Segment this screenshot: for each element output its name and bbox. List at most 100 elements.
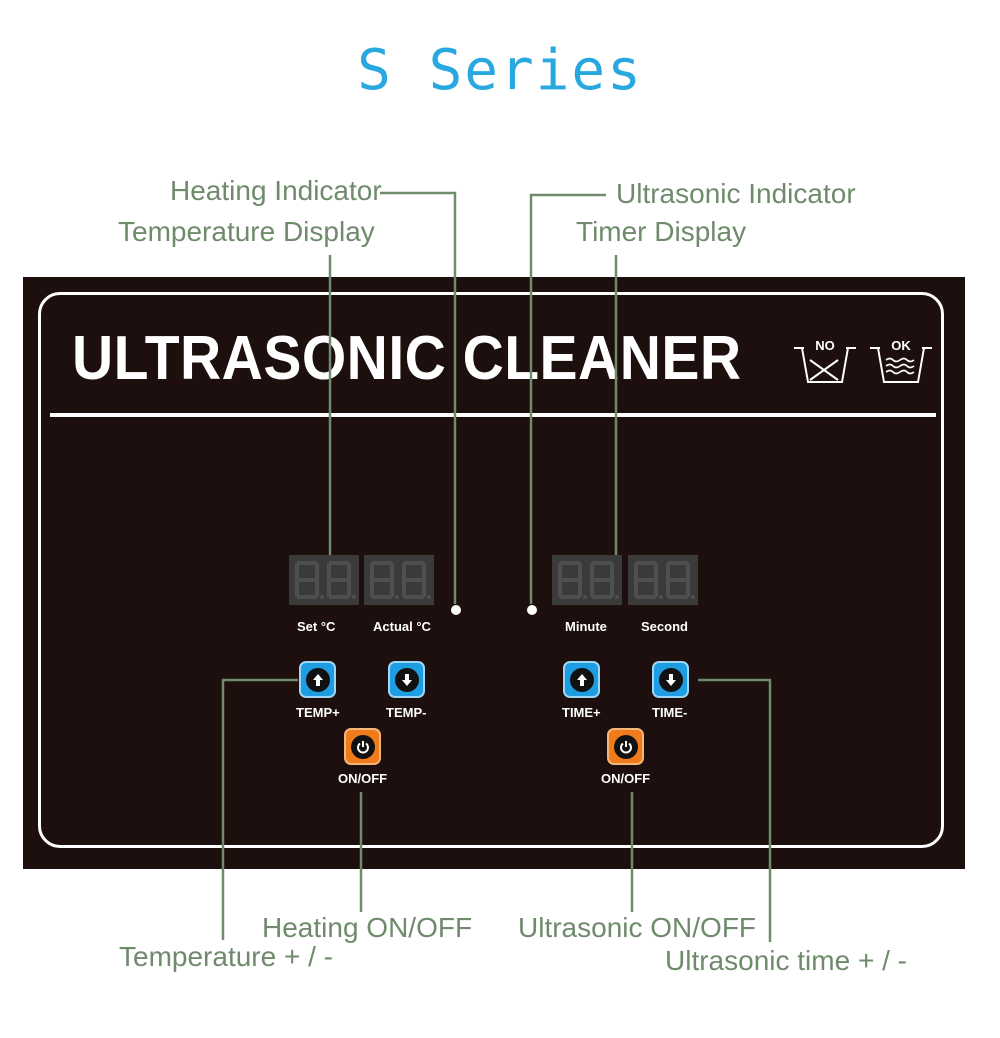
led-segment bbox=[634, 580, 638, 597]
heating-indicator-led bbox=[451, 605, 461, 615]
led-decimal-point bbox=[395, 595, 399, 599]
led-segment bbox=[590, 563, 594, 582]
callout-ultrasonic-indicator: Ultrasonic Indicator bbox=[616, 178, 856, 209]
led-segment bbox=[636, 595, 656, 599]
led-segment bbox=[560, 595, 580, 599]
led-segment bbox=[372, 561, 392, 565]
led-segment bbox=[666, 580, 670, 597]
led-segment bbox=[327, 563, 331, 582]
minute-label: Minute bbox=[565, 619, 607, 634]
led-segment bbox=[636, 578, 656, 582]
control-panel bbox=[23, 277, 965, 869]
led-segment bbox=[686, 563, 690, 582]
arrow-down-icon bbox=[658, 667, 683, 692]
led-segment bbox=[370, 563, 374, 582]
led-segment bbox=[634, 563, 638, 582]
led-segment bbox=[390, 563, 394, 582]
callout-timer-display: Timer Display bbox=[576, 216, 747, 247]
ultrasonic-onoff-label: ON/OFF bbox=[601, 771, 651, 786]
power-icon bbox=[613, 734, 638, 759]
led-segment bbox=[558, 563, 562, 582]
no-wash-icon: NO bbox=[792, 336, 858, 391]
arrow-down-icon bbox=[394, 667, 419, 692]
ok-label: OK bbox=[891, 338, 911, 353]
callout-heating-onoff: Heating ON/OFF bbox=[262, 912, 473, 943]
led-segment bbox=[610, 580, 614, 597]
page-title: S Series bbox=[357, 38, 643, 103]
callout-ultrasonic-time: Ultrasonic time + / - bbox=[665, 945, 907, 976]
led-segment bbox=[297, 561, 317, 565]
led-segment bbox=[560, 578, 580, 582]
led-segment bbox=[686, 580, 690, 597]
led-segment bbox=[327, 580, 331, 597]
no-label: NO bbox=[815, 338, 835, 353]
led-segment bbox=[404, 561, 424, 565]
led-segment bbox=[370, 580, 374, 597]
led-segment bbox=[578, 563, 582, 582]
led-segment bbox=[329, 561, 349, 565]
led-segment bbox=[402, 563, 406, 582]
arrow-up-icon bbox=[305, 667, 330, 692]
callout-ultrasonic-onoff: Ultrasonic ON/OFF bbox=[518, 912, 757, 943]
led-segment bbox=[390, 580, 394, 597]
led-segment bbox=[654, 580, 658, 597]
set-temp-label: Set °C bbox=[297, 619, 336, 634]
time-plus-button[interactable] bbox=[563, 661, 600, 698]
led-segment bbox=[592, 561, 612, 565]
led-segment bbox=[315, 563, 319, 582]
ultrasonic-power-button[interactable] bbox=[607, 728, 644, 765]
time-minus-button[interactable] bbox=[652, 661, 689, 698]
panel-border bbox=[38, 292, 944, 848]
power-icon bbox=[350, 734, 375, 759]
callout-heating-indicator: Heating Indicator bbox=[170, 175, 382, 206]
led-segment bbox=[636, 561, 656, 565]
led-decimal-point bbox=[659, 595, 663, 599]
second-label: Second bbox=[641, 619, 688, 634]
led-decimal-point bbox=[583, 595, 587, 599]
led-segment bbox=[668, 561, 688, 565]
arrow-up-icon bbox=[569, 667, 594, 692]
led-decimal-point bbox=[320, 595, 324, 599]
led-segment bbox=[347, 580, 351, 597]
heating-power-button[interactable] bbox=[344, 728, 381, 765]
led-segment bbox=[297, 595, 317, 599]
ultrasonic-indicator-led bbox=[527, 605, 537, 615]
led-segment bbox=[297, 578, 317, 582]
led-segment bbox=[668, 578, 688, 582]
heating-onoff-label: ON/OFF bbox=[338, 771, 388, 786]
temp-minus-label: TEMP- bbox=[386, 705, 427, 720]
led-segment bbox=[610, 563, 614, 582]
led-segment bbox=[590, 580, 594, 597]
led-segment bbox=[592, 578, 612, 582]
led-segment bbox=[668, 595, 688, 599]
led-segment bbox=[404, 595, 424, 599]
led-segment bbox=[295, 580, 299, 597]
led-decimal-point bbox=[615, 595, 619, 599]
led-decimal-point bbox=[691, 595, 695, 599]
led-segment bbox=[329, 595, 349, 599]
led-segment bbox=[372, 595, 392, 599]
callout-temperature-plusminus: Temperature + / - bbox=[119, 941, 333, 972]
led-segment bbox=[422, 580, 426, 597]
time-minus-label: TIME- bbox=[652, 705, 688, 720]
led-segment bbox=[666, 563, 670, 582]
minute-display bbox=[552, 555, 622, 605]
callout-temperature-display: Temperature Display bbox=[118, 216, 375, 247]
temp-plus-label: TEMP+ bbox=[296, 705, 340, 720]
brand-title: ULTRASONIC CLEANER bbox=[72, 324, 742, 393]
led-segment bbox=[315, 580, 319, 597]
time-plus-label: TIME+ bbox=[562, 705, 601, 720]
temp-minus-button[interactable] bbox=[388, 661, 425, 698]
temp-plus-button[interactable] bbox=[299, 661, 336, 698]
led-segment bbox=[422, 563, 426, 582]
led-segment bbox=[329, 578, 349, 582]
panel-divider bbox=[50, 413, 936, 417]
led-decimal-point bbox=[427, 595, 431, 599]
led-segment bbox=[558, 580, 562, 597]
actual-temp-display bbox=[364, 555, 434, 605]
ok-wash-icon: OK bbox=[868, 336, 934, 391]
set-temp-display bbox=[289, 555, 359, 605]
led-segment bbox=[347, 563, 351, 582]
actual-temp-label: Actual °C bbox=[373, 619, 431, 634]
led-segment bbox=[592, 595, 612, 599]
